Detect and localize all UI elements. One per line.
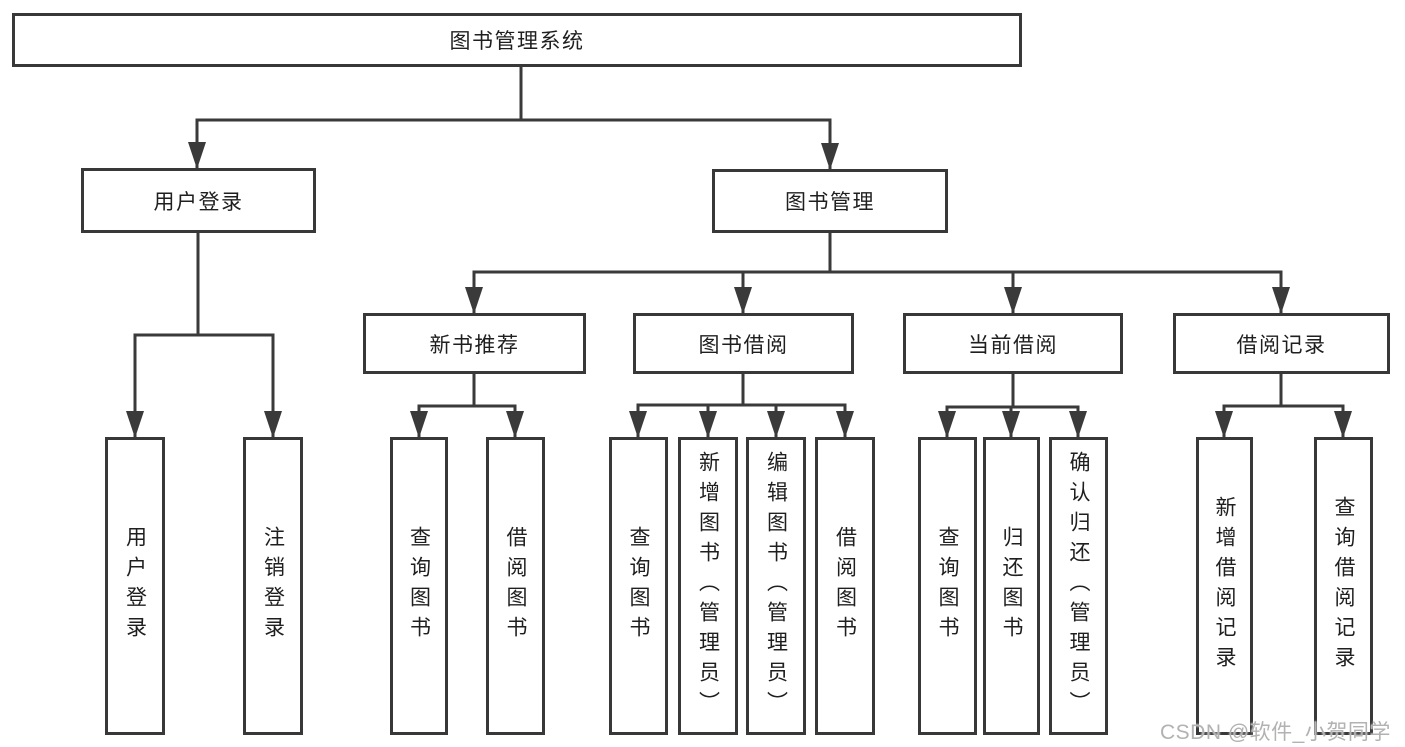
leaf-query-books-borrowing: 查询图书 [609,437,668,735]
leaf-edit-books-admin: 编辑图书（管理员） [746,437,806,735]
node-current-borrowing-label: 当前借阅 [968,333,1058,357]
leaf-query-books-recommend-label: 查询图书 [407,526,431,646]
node-book-management: 图书管理 [712,169,948,233]
leaf-user-login-label: 用户登录 [123,526,147,646]
leaf-query-borrow-record-label: 查询借阅记录 [1332,496,1355,676]
csdn-watermark: CSDN @软件_小贺同学 [1160,721,1391,744]
leaf-query-books-current: 查询图书 [918,437,977,735]
leaf-edit-books-admin-label: 编辑图书（管理员） [764,451,788,721]
node-book-borrowing: 图书借阅 [633,313,854,374]
leaf-borrow-books-label: 借阅图书 [833,526,857,646]
node-library-management-system: 图书管理系统 [12,13,1022,67]
leaf-query-borrow-record: 查询借阅记录 [1314,437,1373,735]
leaf-logout: 注销登录 [243,437,303,735]
leaf-query-books-recommend: 查询图书 [390,437,448,735]
leaf-add-books-admin-label: 新增图书（管理员） [696,451,720,721]
node-current-borrowing: 当前借阅 [903,313,1123,374]
leaf-add-borrow-record: 新增借阅记录 [1196,437,1253,735]
leaf-user-login: 用户登录 [105,437,165,735]
node-borrowing-records: 借阅记录 [1173,313,1390,374]
node-library-management-system-label: 图书管理系统 [449,30,585,53]
leaf-return-books: 归还图书 [983,437,1040,735]
node-new-book-recommendation: 新书推荐 [363,313,586,374]
leaf-query-books-current-label: 查询图书 [936,526,959,646]
node-book-management-label: 图书管理 [785,191,875,214]
node-new-book-recommendation-label: 新书推荐 [429,333,520,357]
leaf-borrow-books: 借阅图书 [815,437,875,735]
node-book-borrowing-label: 图书借阅 [698,333,789,357]
node-borrowing-records-label: 借阅记录 [1236,333,1327,357]
leaf-add-books-admin: 新增图书（管理员） [678,437,738,735]
leaf-borrow-books-recommend-label: 借阅图书 [504,526,527,646]
leaf-query-books-borrowing-label: 查询图书 [627,526,650,646]
leaf-logout-label: 注销登录 [261,526,285,646]
leaf-add-borrow-record-label: 新增借阅记录 [1213,496,1236,676]
node-user-login: 用户登录 [81,168,316,233]
leaf-confirm-return-admin-label: 确认归还（管理员） [1067,451,1090,721]
arrowheads [126,142,1352,438]
leaf-confirm-return-admin: 确认归还（管理员） [1049,437,1108,735]
leaf-return-books-label: 归还图书 [1000,526,1023,646]
node-user-login-label: 用户登录 [153,190,244,214]
leaf-borrow-books-recommend: 借阅图书 [486,437,545,735]
